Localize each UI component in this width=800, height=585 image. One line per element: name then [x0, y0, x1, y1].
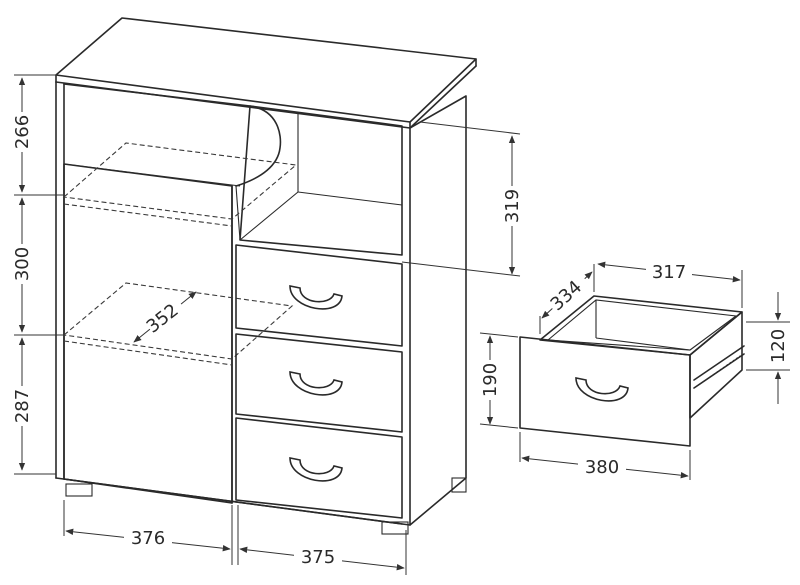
dimension-319: 319 — [502, 189, 523, 223]
left-height-dimensions: 266 300 287 — [12, 74, 64, 475]
hidden-shelf-upper — [62, 142, 298, 220]
foot-front-right — [381, 521, 409, 535]
dimension-375: 375 — [301, 547, 335, 568]
dimension-287: 287 — [12, 389, 33, 423]
dresser-side-panel — [409, 95, 467, 526]
open-shelf-height-dimension: 319 — [401, 121, 523, 277]
drawer-detail — [519, 295, 745, 447]
drawer-detail-side — [689, 311, 743, 419]
dimension-266: 266 — [12, 115, 33, 149]
drawer-handle-3 — [289, 457, 343, 482]
open-shelf-compartment — [239, 105, 403, 256]
dimension-190: 190 — [480, 363, 501, 397]
drawer-handle-2 — [289, 371, 343, 396]
drawer-detail-dimensions: 334 317 190 120 380 — [479, 260, 790, 480]
dimension-317: 317 — [652, 262, 686, 283]
top-cubby-opening — [63, 83, 282, 187]
dimension-380: 380 — [585, 457, 619, 478]
shelf-depth-dimension: 352 — [133, 291, 197, 343]
drawer-detail-handle — [575, 377, 629, 402]
drawer-front-3 — [235, 417, 403, 519]
drawer-front-1 — [235, 244, 403, 347]
dresser-top — [55, 17, 477, 123]
foot-back-right — [451, 477, 467, 493]
dresser — [55, 17, 477, 535]
drawer-detail-front — [519, 336, 691, 447]
drawer-handle-1 — [289, 285, 343, 310]
dimension-376: 376 — [131, 528, 165, 549]
foot-front-left — [65, 483, 93, 497]
dimension-300: 300 — [12, 247, 33, 281]
drawer-front-2 — [235, 333, 403, 433]
dimension-120: 120 — [768, 329, 789, 363]
hidden-shelf-lower — [62, 282, 294, 360]
width-dimensions: 376 375 — [63, 500, 407, 575]
